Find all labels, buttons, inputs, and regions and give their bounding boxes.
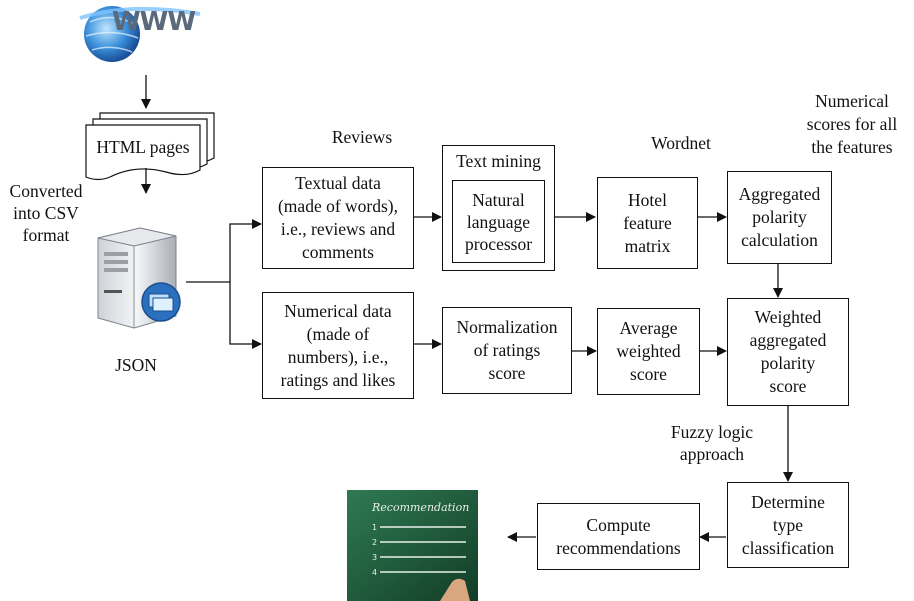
blackboard-item-1: 1 xyxy=(372,523,377,532)
recommendation-blackboard-image: Recommendation 1 2 3 4 xyxy=(347,490,478,601)
json-label: JSON xyxy=(115,355,157,375)
www-logo-text: WWW xyxy=(112,7,195,37)
converted-csv-label: Converted into CSV format xyxy=(9,181,83,245)
hotel-feature-matrix-box: Hotel feature matrix xyxy=(597,177,698,269)
hand-icon xyxy=(440,578,470,601)
server-icon xyxy=(97,227,181,329)
fuzzy-logic-label: Fuzzy logic approach xyxy=(670,422,754,464)
numerical-scores-label: Numerical scores for all the features xyxy=(806,91,898,157)
normalization-box: Normalization of ratings score xyxy=(442,307,572,394)
textual-data-box: Textual data (made of words), i.e., revi… xyxy=(262,167,414,269)
reviews-label: Reviews xyxy=(331,127,393,147)
nlp-box: Natural language processor xyxy=(452,180,545,263)
www-globe-icon: WWW xyxy=(79,6,201,62)
numerical-data-box: Numerical data (made of numbers), i.e., … xyxy=(262,292,414,399)
blackboard-title: Recommendation xyxy=(371,501,469,514)
wordnet-label: Wordnet xyxy=(651,133,711,153)
weighted-aggregated-box: Weighted aggregated polarity score xyxy=(727,298,849,406)
blackboard-item-3: 3 xyxy=(372,553,377,562)
html-pages-icon xyxy=(85,112,215,181)
arrow-server-to-numerical xyxy=(229,282,262,349)
text-mining-label: Text mining xyxy=(456,151,541,171)
aggregated-polarity-box: Aggregated polarity calculation xyxy=(727,171,832,264)
determine-type-box: Determine type classification xyxy=(727,482,849,568)
html-pages-label: HTML pages xyxy=(96,137,190,157)
average-weighted-box: Average weighted score xyxy=(597,308,700,395)
compute-recommendations-box: Compute recommendations xyxy=(537,503,700,570)
blackboard-item-2: 2 xyxy=(372,538,377,547)
blackboard-item-4: 4 xyxy=(372,568,377,577)
arrow-server-to-textual xyxy=(186,219,262,283)
connectors xyxy=(141,75,793,542)
